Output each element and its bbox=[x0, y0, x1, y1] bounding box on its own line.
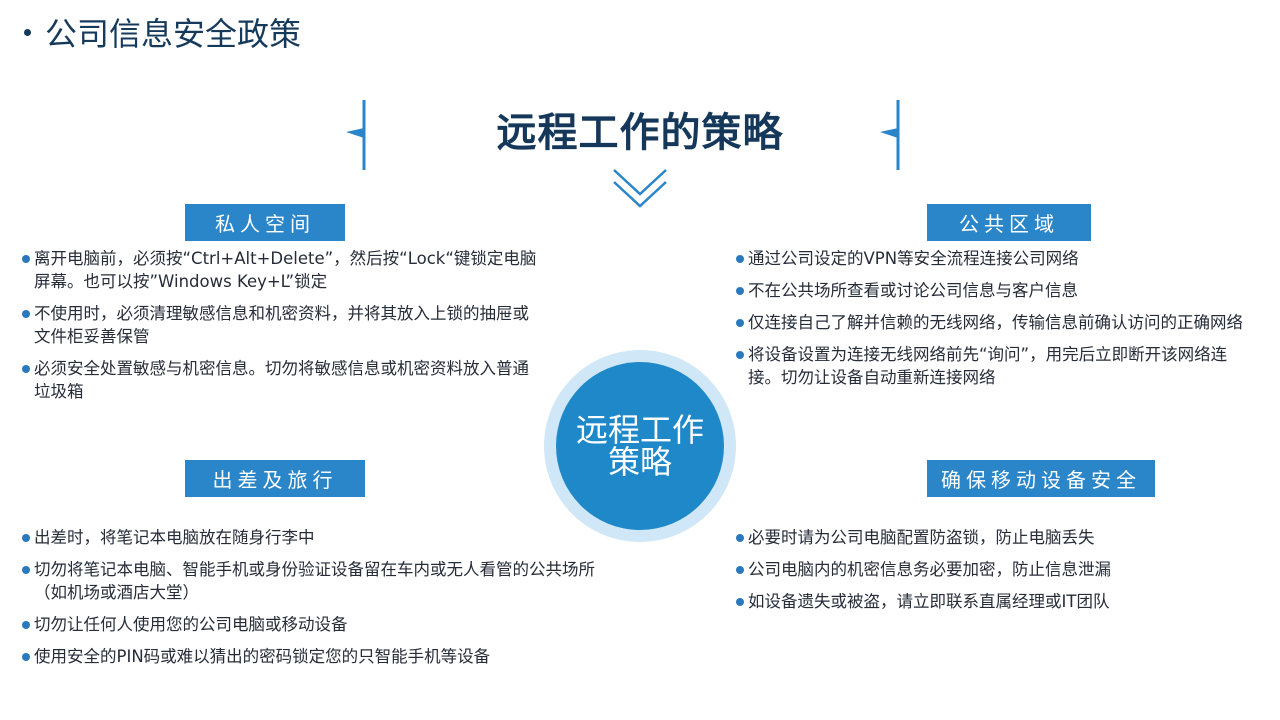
bullet-dot bbox=[736, 287, 744, 295]
bullet-dot bbox=[22, 566, 30, 574]
list-item: 公司电脑内的机密信息务必要加密，防止信息泄漏 bbox=[736, 558, 1260, 581]
bullet-dot bbox=[22, 310, 30, 318]
list-item: 切勿让任何人使用您的公司电脑或移动设备 bbox=[22, 613, 622, 636]
list-item-text: 出差时，将笔记本电脑放在随身行李中 bbox=[34, 528, 315, 547]
travel-list: 出差时，将笔记本电脑放在随身行李中 切勿将笔记本电脑、智能手机或身份验证设备留在… bbox=[22, 526, 622, 668]
mobile-list: 必要时请为公司电脑配置防盗锁，防止电脑丢失 公司电脑内的机密信息务必要加密，防止… bbox=[736, 526, 1260, 613]
list-item-text: 离开电脑前，必须按“Ctrl+Alt+Delete”，然后按“Lock“键锁定电… bbox=[34, 249, 537, 291]
list-item: 仅连接自己了解并信赖的无线网络，传输信息前确认访问的正确网络 bbox=[736, 311, 1260, 334]
public-list: 通过公司设定的VPN等安全流程连接公司网络 不在公共场所查看或讨论公司信息与客户… bbox=[736, 247, 1260, 389]
list-item: 使用安全的PIN码或难以猜出的密码锁定您的只智能手机等设备 bbox=[22, 645, 622, 668]
center-circle-inner: 远程工作策略 bbox=[556, 362, 724, 530]
bullet-dot bbox=[22, 621, 30, 629]
bullet-dot bbox=[22, 534, 30, 542]
bullet-dot bbox=[22, 653, 30, 661]
bullet-dot bbox=[736, 598, 744, 606]
main-title: 远程工作的策略 bbox=[496, 110, 784, 156]
list-item: 如设备遗失或被盗，请立即联系直属经理或IT团队 bbox=[736, 590, 1260, 613]
page-heading: 公司信息安全政策 bbox=[24, 10, 301, 54]
list-item-text: 不在公共场所查看或讨论公司信息与客户信息 bbox=[748, 281, 1078, 300]
list-item: 通过公司设定的VPN等安全流程连接公司网络 bbox=[736, 247, 1260, 270]
bullet-dot bbox=[736, 566, 744, 574]
center-circle-label: 远程工作策略 bbox=[575, 411, 704, 481]
heading-bullet bbox=[24, 28, 31, 36]
bullet-dot bbox=[736, 255, 744, 263]
list-item-text: 必要时请为公司电脑配置防盗锁，防止电脑丢失 bbox=[748, 528, 1095, 547]
list-item: 必要时请为公司电脑配置防盗锁，防止电脑丢失 bbox=[736, 526, 1260, 549]
section-label-mobile: 确保移动设备安全 bbox=[927, 460, 1155, 497]
list-item: 必须安全处置敏感与机密信息。切勿将敏感信息或机密资料放入普通垃圾箱 bbox=[22, 357, 542, 403]
list-item-text: 切勿将笔记本电脑、智能手机或身份验证设备留在车内或无人看管的公共场所（如机场或酒… bbox=[34, 560, 595, 602]
list-item-text: 通过公司设定的VPN等安全流程连接公司网络 bbox=[748, 249, 1079, 268]
page-heading-text: 公司信息安全政策 bbox=[45, 15, 302, 53]
section-label-travel: 出差及旅行 bbox=[185, 460, 365, 497]
right-bracket-decoration bbox=[880, 100, 900, 170]
list-item: 切勿将笔记本电脑、智能手机或身份验证设备留在车内或无人看管的公共场所（如机场或酒… bbox=[22, 558, 622, 604]
list-item-text: 将设备设置为连接无线网络前先“询问”，用完后立即断开该网络连接。切勿让设备自动重… bbox=[748, 345, 1228, 387]
center-circle: 远程工作策略 bbox=[544, 350, 736, 542]
list-item-text: 使用安全的PIN码或难以猜出的密码锁定您的只智能手机等设备 bbox=[34, 647, 491, 666]
list-item: 离开电脑前，必须按“Ctrl+Alt+Delete”，然后按“Lock“键锁定电… bbox=[22, 247, 542, 293]
section-label-public: 公共区域 bbox=[927, 204, 1091, 241]
bullet-dot bbox=[22, 255, 30, 263]
list-item-text: 公司电脑内的机密信息务必要加密，防止信息泄漏 bbox=[748, 560, 1111, 579]
chevron-down-icon bbox=[613, 169, 667, 208]
bullet-dot bbox=[736, 534, 744, 542]
list-item: 不在公共场所查看或讨论公司信息与客户信息 bbox=[736, 279, 1260, 302]
list-item: 不使用时，必须清理敏感信息和机密资料，并将其放入上锁的抽屉或文件柜妥善保管 bbox=[22, 302, 542, 348]
section-label-private: 私人空间 bbox=[185, 204, 345, 241]
bullet-dot bbox=[736, 351, 744, 359]
list-item-text: 必须安全处置敏感与机密信息。切勿将敏感信息或机密资料放入普通垃圾箱 bbox=[34, 359, 529, 401]
list-item-text: 切勿让任何人使用您的公司电脑或移动设备 bbox=[34, 615, 348, 634]
bullet-dot bbox=[736, 319, 744, 327]
list-item-text: 如设备遗失或被盗，请立即联系直属经理或IT团队 bbox=[748, 592, 1110, 611]
private-list: 离开电脑前，必须按“Ctrl+Alt+Delete”，然后按“Lock“键锁定电… bbox=[22, 247, 542, 403]
bullet-dot bbox=[22, 365, 30, 373]
left-bracket-decoration bbox=[346, 100, 366, 170]
list-item: 出差时，将笔记本电脑放在随身行李中 bbox=[22, 526, 622, 549]
list-item: 将设备设置为连接无线网络前先“询问”，用完后立即断开该网络连接。切勿让设备自动重… bbox=[736, 343, 1260, 389]
list-item-text: 仅连接自己了解并信赖的无线网络，传输信息前确认访问的正确网络 bbox=[748, 313, 1243, 332]
list-item-text: 不使用时，必须清理敏感信息和机密资料，并将其放入上锁的抽屉或文件柜妥善保管 bbox=[34, 304, 529, 346]
